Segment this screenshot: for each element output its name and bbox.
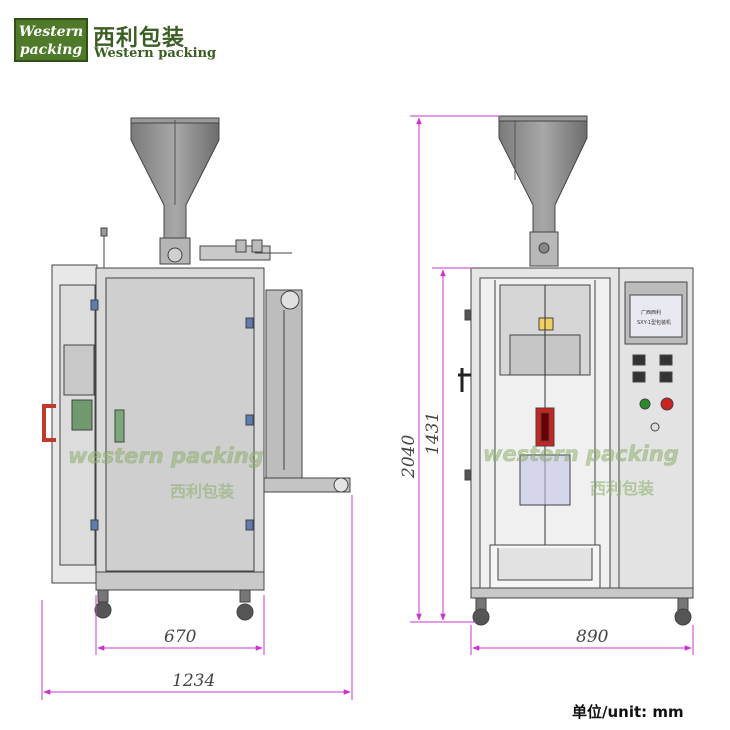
logo-box: Western packing bbox=[14, 18, 88, 62]
watermark-left-cn: 西利包装 bbox=[170, 482, 234, 501]
dimension-1431: 1431 bbox=[423, 412, 443, 455]
dimension-1234: 1234 bbox=[172, 671, 215, 691]
watermark-left-en: western packing bbox=[68, 444, 264, 468]
front-view-machine bbox=[458, 115, 694, 626]
side-view-dimensions bbox=[41, 495, 353, 700]
brand-name-en: Western packing bbox=[94, 46, 217, 61]
dimension-890: 890 bbox=[576, 627, 609, 647]
front-view-dimensions bbox=[410, 115, 694, 655]
dimension-670: 670 bbox=[164, 627, 197, 647]
unit-label: 单位/unit: mm bbox=[572, 703, 684, 721]
brand-name-cn: 西利包装 bbox=[93, 26, 186, 51]
watermark-right-en: western packing bbox=[483, 442, 679, 466]
logo-text-line1: Western bbox=[18, 24, 84, 40]
watermark-right-cn: 西利包装 bbox=[590, 479, 654, 498]
logo-text-line2: packing bbox=[19, 42, 83, 58]
panel-screen-line2: SXY-1型包装机 bbox=[637, 319, 671, 326]
dimension-2040: 2040 bbox=[399, 435, 419, 479]
side-view-machine bbox=[42, 117, 351, 621]
panel-screen-line1: 广西西利 bbox=[641, 309, 661, 316]
